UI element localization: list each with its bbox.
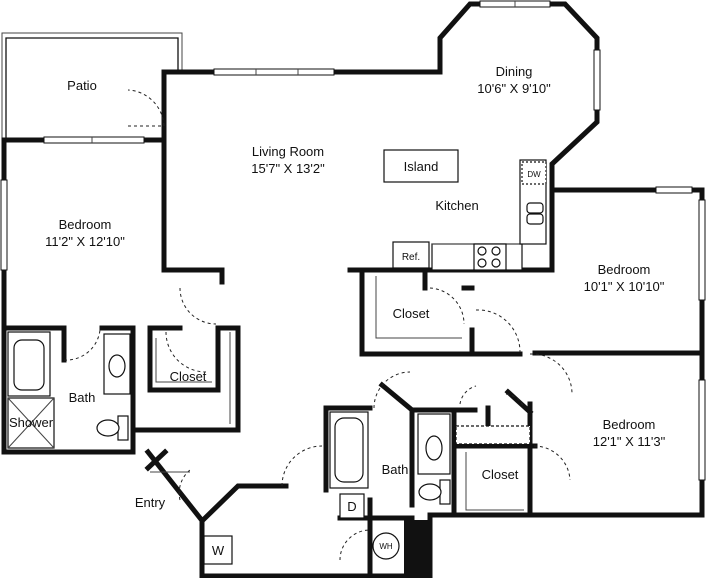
kitchen-label: Kitchen bbox=[435, 198, 478, 213]
refrigerator-icon bbox=[392, 241, 430, 269]
bedroom-east-lower-dims: 12'1" X 11'3" bbox=[593, 434, 666, 449]
entry-label: Entry bbox=[135, 495, 166, 510]
bath-center-label: Bath bbox=[382, 462, 409, 477]
west-bath-fixtures bbox=[7, 331, 131, 449]
center-bath-fixtures bbox=[329, 411, 531, 505]
laundry-fixtures bbox=[203, 493, 400, 565]
bedroom-west-label: Bedroom bbox=[59, 217, 112, 232]
closet-kitchen-label: Closet bbox=[393, 306, 430, 321]
toilet-icon bbox=[96, 419, 120, 437]
water-heater-label: WH bbox=[379, 542, 393, 551]
sink-bowl-icon bbox=[526, 213, 544, 225]
dishwasher-label: DW bbox=[527, 170, 541, 179]
patio-area bbox=[1, 32, 183, 140]
bedroom-east-upper-label: Bedroom bbox=[598, 262, 651, 277]
closet-rods bbox=[155, 276, 524, 511]
refrigerator-label: Ref. bbox=[402, 252, 420, 263]
water-heater-icon bbox=[372, 532, 400, 560]
sink-icon bbox=[108, 354, 126, 378]
sink-icon bbox=[425, 435, 443, 461]
island-label: Island bbox=[404, 159, 439, 174]
windows bbox=[0, 0, 706, 481]
dining-label: Dining bbox=[496, 64, 533, 79]
sink-bowl-icon bbox=[526, 202, 544, 214]
bedroom-east-lower-label: Bedroom bbox=[603, 417, 656, 432]
closet-entry-label: Closet bbox=[170, 369, 207, 384]
shelf-icon bbox=[455, 425, 531, 445]
dishwasher-icon bbox=[521, 161, 547, 185]
shower-label: Shower bbox=[9, 415, 54, 430]
toilet-icon bbox=[418, 483, 442, 501]
room-labels: Patio Dining 10'6" X 9'10" Living Room 1… bbox=[9, 64, 666, 558]
utility-chase bbox=[404, 520, 432, 576]
kitchen-fixtures bbox=[383, 149, 547, 271]
patio-label: Patio bbox=[67, 78, 97, 93]
dryer-label: D bbox=[347, 499, 356, 514]
washer-label: W bbox=[212, 543, 225, 558]
closet-bath2-label: Closet bbox=[482, 467, 519, 482]
bedroom-west-dims: 11'2" X 12'10" bbox=[45, 234, 125, 249]
bath-west-label: Bath bbox=[69, 390, 96, 405]
dining-dims: 10'6" X 9'10" bbox=[477, 81, 551, 96]
living-room-label: Living Room bbox=[252, 144, 324, 159]
door-swings bbox=[63, 89, 573, 561]
island-counter bbox=[383, 149, 459, 183]
living-room-dims: 15'7" X 13'2" bbox=[251, 161, 325, 176]
washer-icon bbox=[203, 535, 233, 565]
bedroom-east-upper-dims: 10'1" X 10'10" bbox=[584, 279, 665, 294]
dryer-icon bbox=[339, 493, 365, 519]
